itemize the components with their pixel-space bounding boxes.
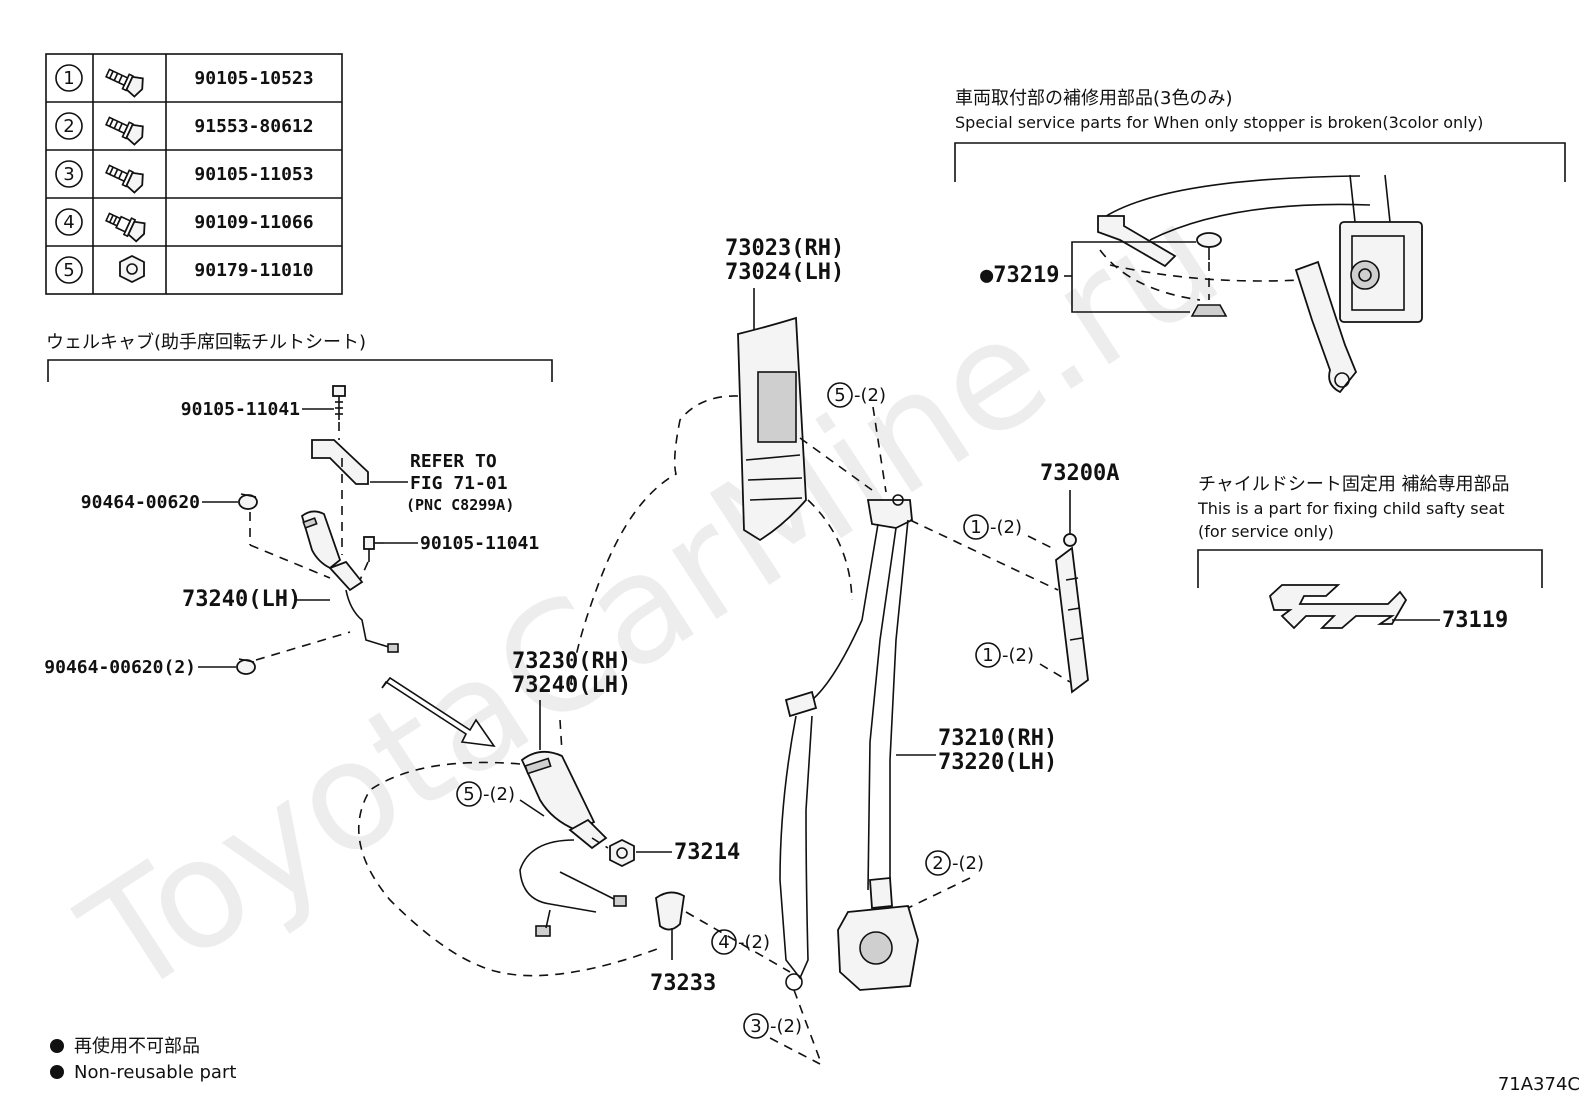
bolt-icon xyxy=(363,536,384,562)
flange-bolt-icon xyxy=(105,68,144,98)
bullet-icon xyxy=(50,1039,64,1053)
cover-label: 73233 xyxy=(650,971,716,996)
seat-belt-icon xyxy=(779,494,913,991)
pillar-label: 73024(LH) xyxy=(725,260,844,285)
child-title-jp: チャイルドシート固定用 補給専用部品 xyxy=(1198,474,1510,495)
parts-table: 1 90105-10523 2 91553-80612 3 xyxy=(45,53,343,295)
pillar-cover-icon xyxy=(737,316,807,542)
belt-label: 73210(RH) xyxy=(938,726,1057,751)
child-title-en: This is a part for fixing child safty se… xyxy=(1197,499,1505,518)
row-number: 5 xyxy=(63,260,74,281)
buckle-icon xyxy=(519,750,627,937)
callout-qty: -(2) xyxy=(770,1016,802,1037)
callout-qty: -(2) xyxy=(952,853,984,874)
callout-number: 5 xyxy=(463,784,474,805)
callout-number: 1 xyxy=(970,517,981,538)
child-part-label: 73119 xyxy=(1442,608,1508,633)
anchor-label: 73200A xyxy=(1040,461,1119,486)
stopper-button-icon xyxy=(1196,232,1222,260)
callout-number: 2 xyxy=(932,853,943,874)
part-number: 90105-11053 xyxy=(194,164,313,185)
bolt-icon xyxy=(332,385,346,420)
arrow-icon xyxy=(381,676,496,748)
hex-nut-icon xyxy=(119,254,145,284)
callout-number: 5 xyxy=(834,385,845,406)
belt-label: 73220(LH) xyxy=(938,750,1057,775)
callout-qty: -(2) xyxy=(990,517,1022,538)
nut-label: 73214 xyxy=(674,840,740,865)
height-adjuster-icon xyxy=(1055,533,1089,694)
clamp-icon xyxy=(236,658,256,675)
part-number: 90109-11066 xyxy=(194,212,313,233)
special-title-jp: 車両取付部の補修用部品(3色のみ) xyxy=(955,88,1233,109)
callout-number: 1 xyxy=(982,645,993,666)
callout-qty: -(2) xyxy=(483,784,515,805)
table-row: 5 90179-11010 xyxy=(55,254,314,284)
figure-code: 71A374C xyxy=(1498,1074,1580,1095)
child-seat-section: チャイルドシート固定用 補給専用部品 This is a part for fi… xyxy=(1197,474,1543,633)
bullet-icon xyxy=(50,1065,64,1079)
flange-bolt-icon xyxy=(105,164,144,194)
callout-qty: -(2) xyxy=(738,932,770,953)
callout-number: 3 xyxy=(750,1016,761,1037)
welcab-section: ウェルキャブ(助手席回転チルトシート) 90105-11041 REFER TO… xyxy=(44,331,553,748)
main-assembly: 73023(RH) 73024(LH) 5 -(2) xyxy=(358,236,1119,1065)
clamp-icon xyxy=(238,493,258,510)
child-title-en2: (for service only) xyxy=(1198,522,1334,541)
row-number: 4 xyxy=(63,212,74,233)
row-number: 2 xyxy=(63,116,74,137)
stopper-plate-icon xyxy=(1097,215,1177,268)
stopper-washer-icon xyxy=(1190,304,1228,317)
flange-bolt-icon xyxy=(105,116,144,146)
part-number: 90105-10523 xyxy=(194,68,313,89)
legend-en: Non-reusable part xyxy=(74,1062,236,1083)
child-seat-plate-icon xyxy=(1268,584,1408,630)
bolt-label: 90105-11041 xyxy=(420,533,539,554)
refer-pnc: (PNC C8299A) xyxy=(406,496,514,514)
callout-qty: -(2) xyxy=(1002,645,1034,666)
retractor-icon xyxy=(837,877,919,991)
part-number: 90179-11010 xyxy=(194,260,313,281)
part-number: 91553-80612 xyxy=(194,116,313,137)
table-row: 3 90105-11053 xyxy=(55,160,314,194)
retractor-icon xyxy=(1339,221,1423,323)
special-part-label: ●73219 xyxy=(980,263,1059,288)
callout-number: 4 xyxy=(718,932,729,953)
clamp-label: 90464-00620 xyxy=(81,492,200,513)
row-number: 1 xyxy=(63,68,74,89)
special-service-section: 車両取付部の補修用部品(3色のみ) Special service parts … xyxy=(954,88,1566,394)
cover-icon xyxy=(655,891,685,931)
callout-qty: -(2) xyxy=(854,385,886,406)
anchor-plate-icon xyxy=(1294,260,1358,394)
table-row: 4 90109-11066 xyxy=(55,208,314,243)
legend-jp: 再使用不可部品 xyxy=(74,1036,200,1057)
buckle-icon xyxy=(300,510,399,653)
refer-fig: FIG 71-01 xyxy=(410,473,508,494)
table-row: 2 91553-80612 xyxy=(55,112,314,146)
welcab-title: ウェルキャブ(助手席回転チルトシート) xyxy=(46,331,366,353)
refer-label: REFER TO xyxy=(410,451,497,472)
buckle-label: 73240(LH) xyxy=(182,587,301,612)
pillar-label: 73023(RH) xyxy=(725,236,844,261)
row-number: 3 xyxy=(63,164,74,185)
bracket-icon xyxy=(311,439,369,485)
bolt-label: 90105-11041 xyxy=(181,399,300,420)
buckle-label: 73230(RH) xyxy=(512,649,631,674)
buckle-label: 73240(LH) xyxy=(512,673,631,698)
clamp-label: 90464-00620(2) xyxy=(44,657,196,678)
special-title-en: Special service parts for When only stop… xyxy=(955,113,1483,132)
table-row: 1 90105-10523 xyxy=(55,64,314,98)
hex-nut-icon xyxy=(609,838,635,868)
legend: 再使用不可部品 Non-reusable part xyxy=(50,1036,236,1083)
shoulder-bolt-icon xyxy=(105,212,146,243)
